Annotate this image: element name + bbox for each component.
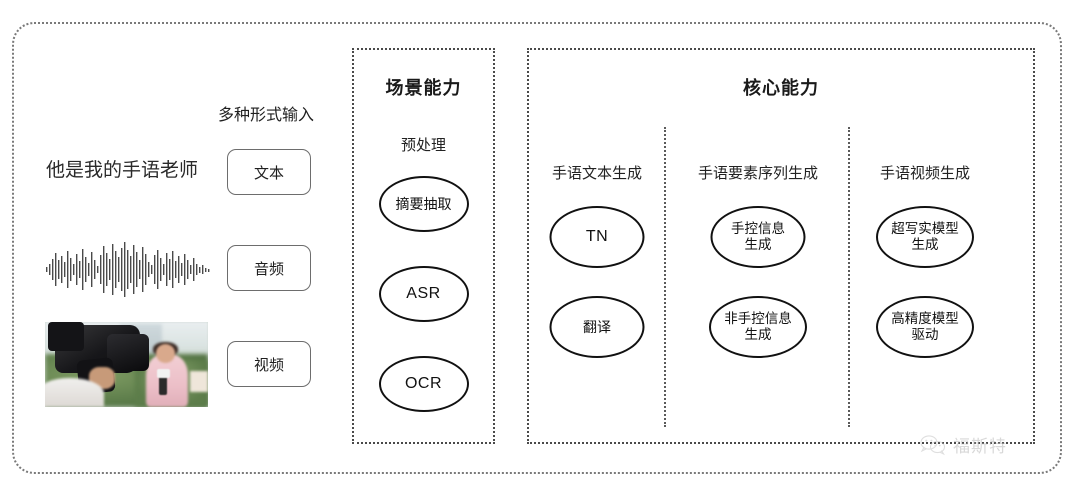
scene-node-ocr[interactable]: OCR [378, 356, 469, 412]
input-chip-text-label: 文本 [253, 164, 284, 182]
core-node-highprecision-model-label-line1: 高精度模型 [891, 311, 959, 327]
core-column-2-heading: 手语要素序列生成 [697, 165, 819, 182]
core-column-3-heading: 手语视频生成 [879, 165, 971, 182]
core-node-nonmanual-info[interactable]: 非手控信息 生成 [709, 296, 807, 358]
core-panel-title: 核心能力 [743, 78, 819, 98]
input-chip-audio-label: 音频 [253, 260, 284, 278]
core-node-translate[interactable]: 翻译 [549, 296, 645, 358]
scene-node-summary[interactable]: 摘要抽取 [378, 176, 469, 232]
core-column-divider-1 [664, 127, 666, 427]
scene-capability-panel: 场景能力 预处理 摘要抽取 ASR OCR [352, 48, 495, 444]
core-node-tn[interactable]: TN [549, 206, 645, 268]
outer-frame [12, 22, 1062, 474]
input-chip-video[interactable]: 视频 [227, 341, 311, 387]
scene-panel-subtitle: 预处理 [400, 137, 447, 154]
watermark-text: 福斯特 [953, 437, 1007, 456]
audio-waveform-icon [46, 242, 210, 297]
core-node-manual-info[interactable]: 手控信息 生成 [710, 206, 806, 268]
core-column-divider-2 [848, 127, 850, 427]
watermark: 福斯特 [920, 432, 1007, 457]
input-chip-audio[interactable]: 音频 [227, 245, 311, 291]
input-chip-video-label: 视频 [253, 356, 284, 374]
wechat-logo-icon [920, 434, 946, 455]
core-node-hyperreal-model-label-line2: 生成 [911, 237, 939, 252]
scene-panel-title: 场景能力 [385, 78, 462, 98]
core-node-nonmanual-info-label-line1: 非手控信息 [724, 311, 792, 327]
core-column-1-heading: 手语文本生成 [551, 165, 643, 182]
video-thumbnail-image [45, 322, 208, 407]
scene-node-ocr-label: OCR [404, 374, 443, 392]
scene-node-summary-label: 摘要抽取 [395, 195, 452, 212]
scene-node-asr-label: ASR [406, 284, 441, 302]
core-node-hyperreal-model-label-line1: 超写实模型 [891, 221, 959, 237]
input-chip-text[interactable]: 文本 [227, 149, 311, 195]
scene-node-asr[interactable]: ASR [378, 266, 469, 322]
core-node-translate-label: 翻译 [583, 318, 611, 335]
core-node-manual-info-label-line1: 手控信息 [731, 221, 785, 237]
core-node-highprecision-model[interactable]: 高精度模型 驱动 [876, 296, 974, 358]
core-capability-panel: 核心能力 手语文本生成 TN 翻译 手语要素序列生成 手控信息 生成 非手控信息… [527, 48, 1035, 444]
input-section-label: 多种形式输入 [218, 107, 315, 124]
core-node-manual-info-label-line2: 生成 [744, 237, 772, 252]
core-node-tn-label: TN [585, 227, 609, 245]
core-node-highprecision-model-label-line2: 驱动 [911, 327, 939, 342]
core-node-hyperreal-model[interactable]: 超写实模型 生成 [876, 206, 974, 268]
sample-sentence-text: 他是我的手语老师 [46, 160, 199, 181]
core-node-nonmanual-info-label-line2: 生成 [744, 327, 772, 342]
